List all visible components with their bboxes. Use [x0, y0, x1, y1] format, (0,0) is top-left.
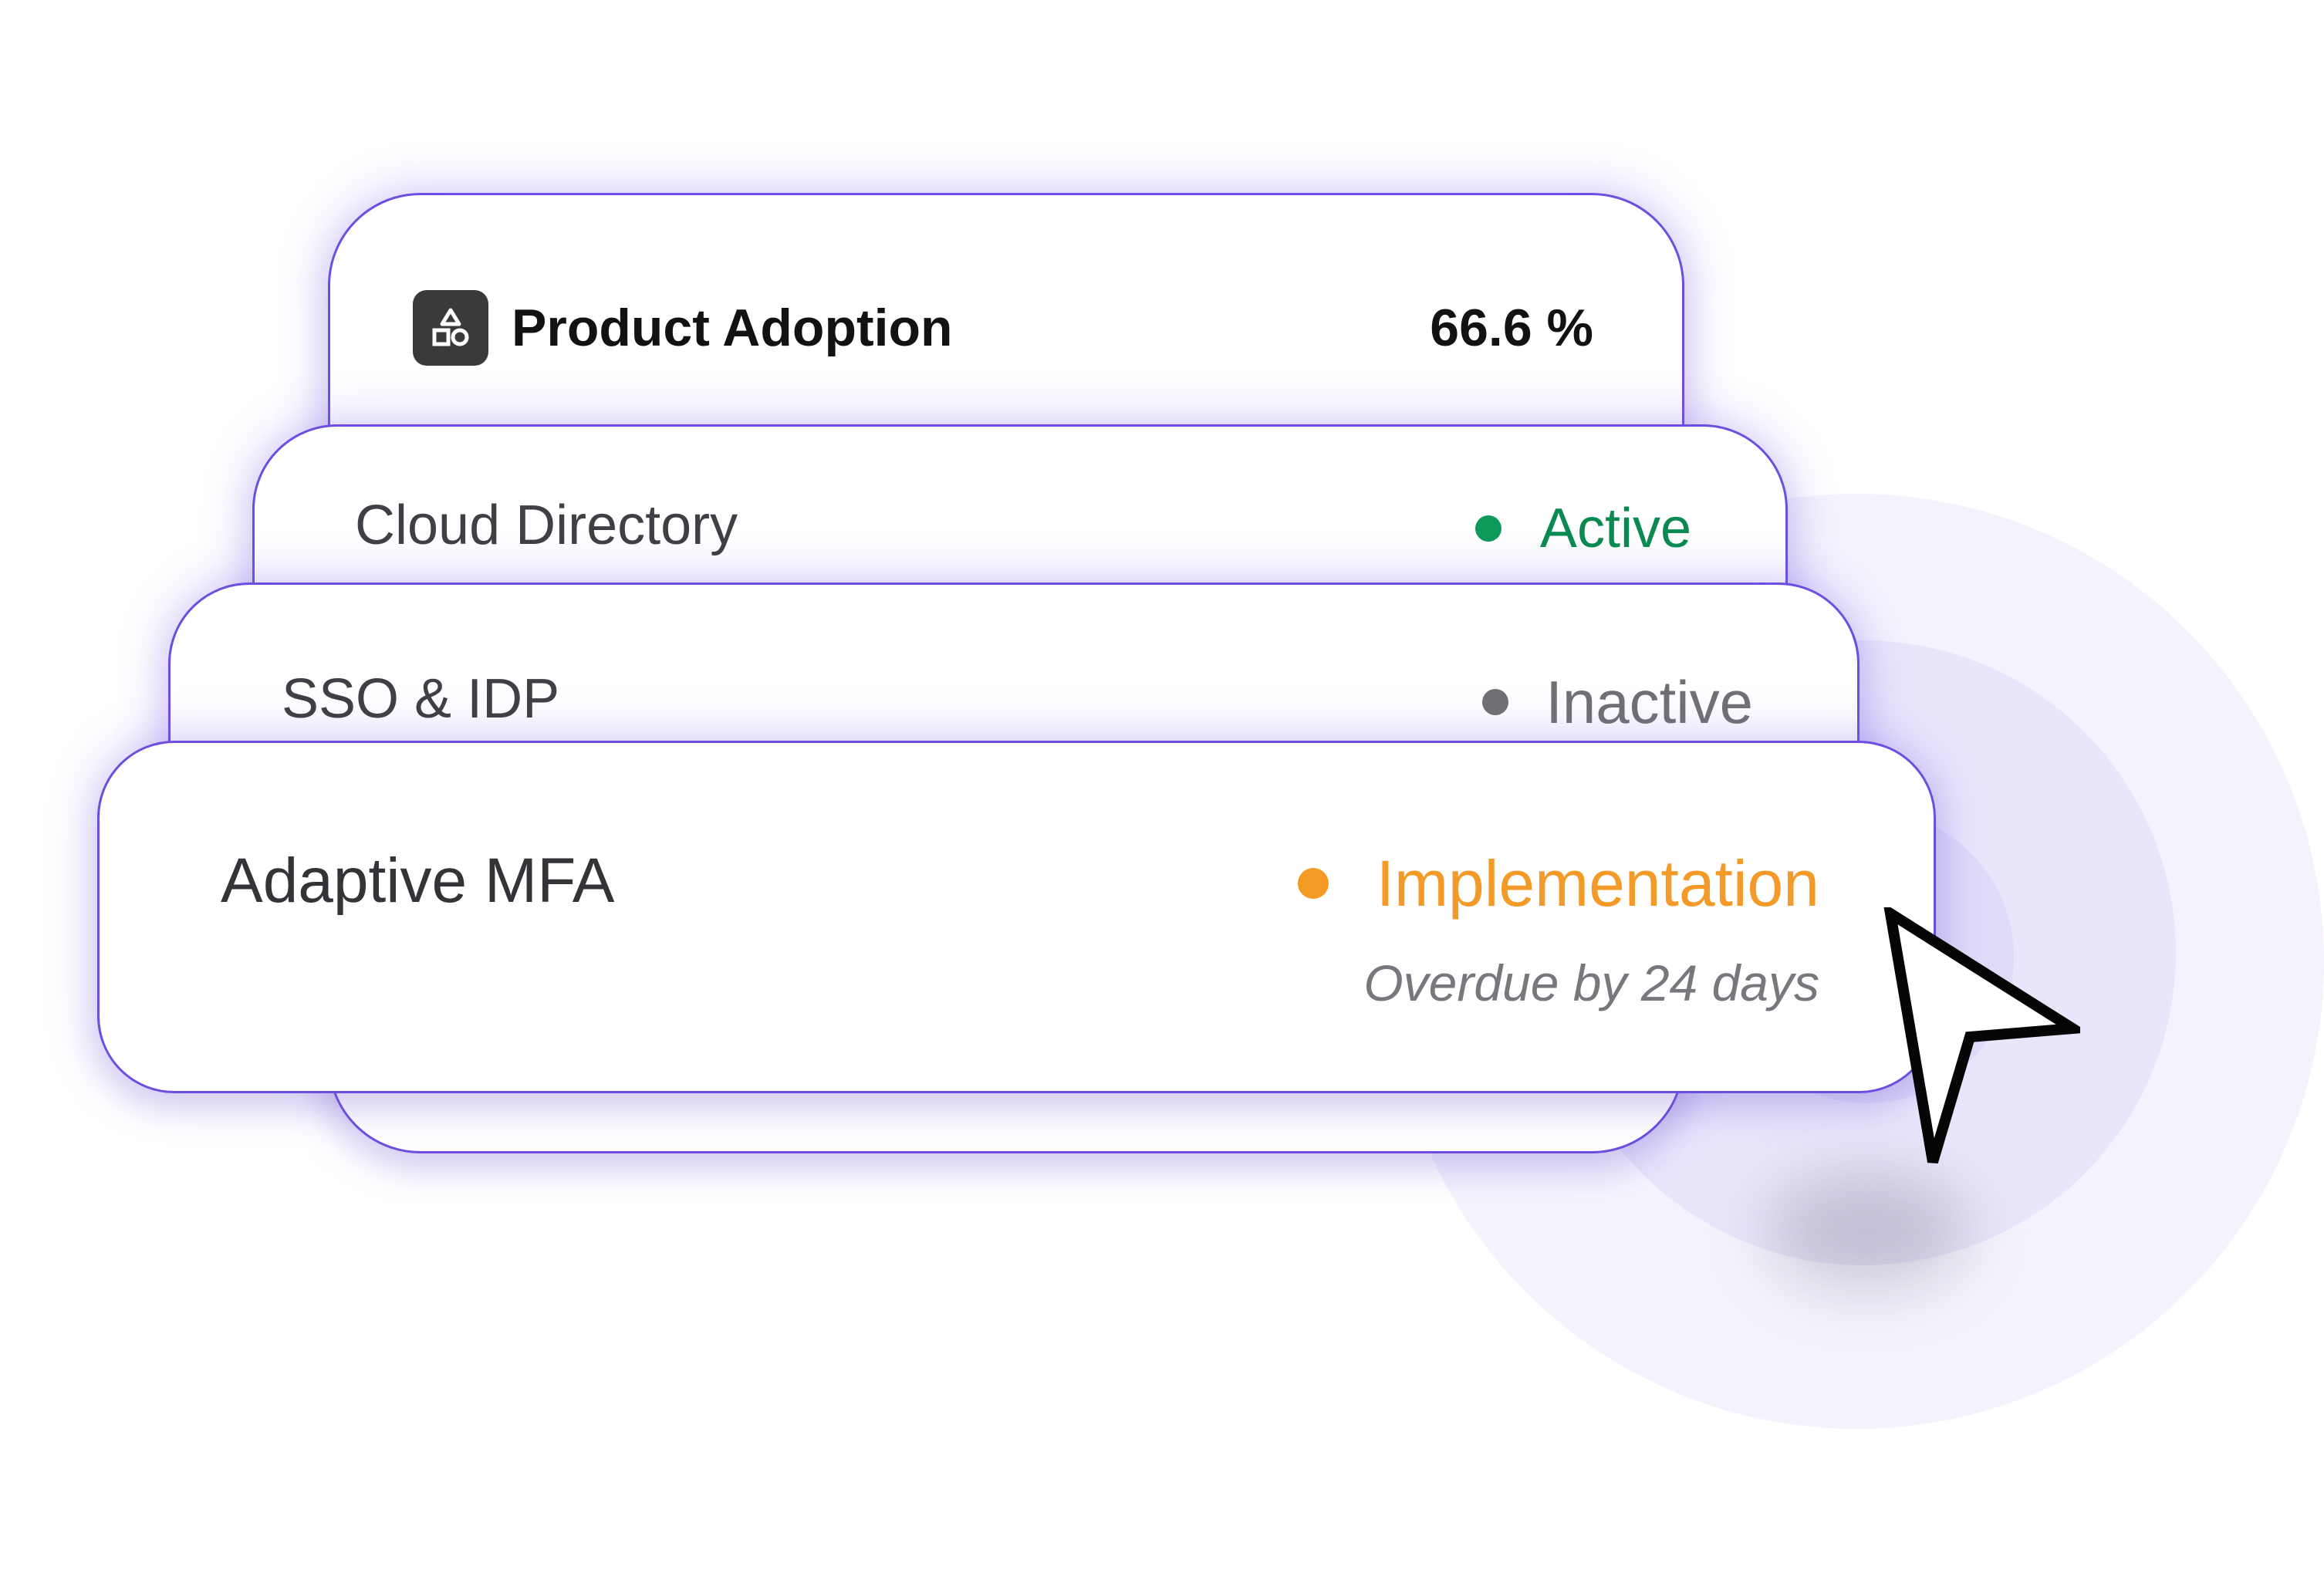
- shapes-icon: [413, 290, 488, 366]
- sso-idp-label: SSO & IDP: [282, 668, 560, 730]
- adaptive-mfa-status-text: Implementation: [1376, 846, 1819, 920]
- adaptive-mfa-overdue-note: Overdue by 24 days: [1363, 954, 1819, 1011]
- status-dot-icon: [1297, 868, 1329, 899]
- adaptive-mfa-status: Implementation: [1297, 845, 1819, 922]
- status-dot-icon: [1474, 515, 1501, 542]
- cloud-directory-status: Active: [1474, 494, 1691, 563]
- cloud-directory-label: Cloud Directory: [355, 495, 738, 556]
- adaptive-mfa-label: Adaptive MFA: [221, 846, 615, 916]
- product-adoption-percentage: 66.6 %: [1430, 299, 1593, 357]
- product-adoption-title: Product Adoption: [512, 299, 953, 357]
- cursor-shadow: [1767, 1173, 1968, 1288]
- adaptive-mfa-card[interactable]: [97, 741, 1936, 1093]
- sso-idp-status-text: Inactive: [1545, 667, 1753, 736]
- mouse-pointer-icon: [1883, 907, 2080, 1163]
- product-adoption-header: Product Adoption 66.6 %: [413, 285, 1593, 370]
- cloud-directory-status-text: Active: [1539, 498, 1691, 559]
- sso-idp-status: Inactive: [1482, 667, 1753, 737]
- status-dot-icon: [1482, 689, 1509, 715]
